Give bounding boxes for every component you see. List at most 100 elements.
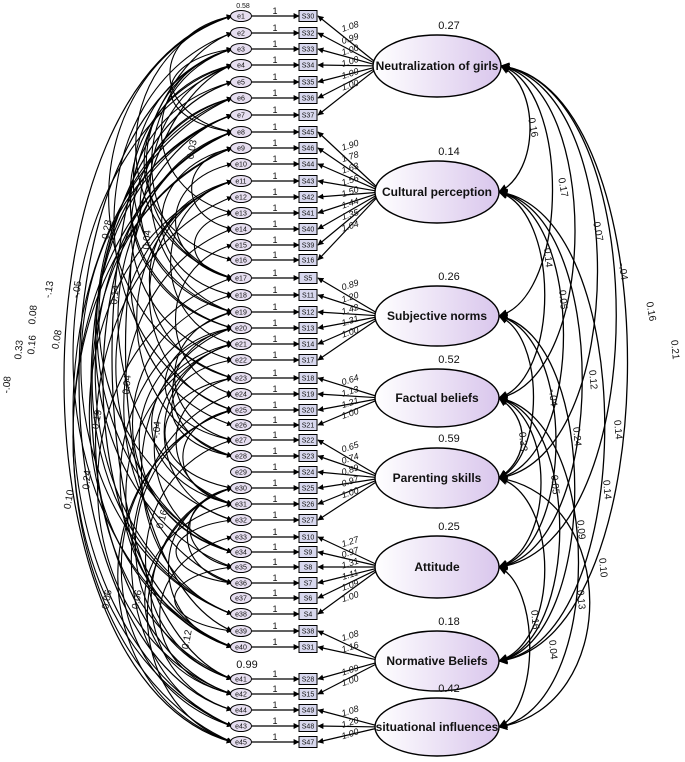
error-label: e37 xyxy=(235,596,247,603)
error-term xyxy=(230,10,252,22)
error-term xyxy=(230,191,252,203)
path-weight-label: 1 xyxy=(272,55,277,65)
loading-path xyxy=(317,277,380,315)
loading-path xyxy=(317,645,380,661)
error-term xyxy=(230,736,252,748)
path-weight-label: 1 xyxy=(272,171,277,181)
loading-path xyxy=(317,178,380,193)
indicator-box xyxy=(298,577,318,589)
loading-path xyxy=(317,47,378,66)
path-weight-label: 1 xyxy=(272,6,277,16)
error-covariance-layer xyxy=(63,14,233,744)
loading-path xyxy=(317,316,380,345)
error-label: e23 xyxy=(235,376,247,383)
path-weight-label: 1 xyxy=(272,154,277,164)
path-weight-label: 1 xyxy=(272,588,277,598)
error-term xyxy=(230,641,252,653)
indicator-box xyxy=(298,514,318,526)
error-term xyxy=(230,76,252,88)
error-variance-label: 0.58 xyxy=(236,3,250,10)
error-label: e42 xyxy=(235,692,247,699)
loading-path xyxy=(317,316,380,330)
error-covariance-label: -.04 xyxy=(151,420,163,439)
indicator-box xyxy=(298,592,318,604)
indicator-box xyxy=(298,27,318,39)
loading-path xyxy=(317,550,380,567)
indicator-box xyxy=(298,673,318,685)
error-label: e7 xyxy=(237,113,245,120)
error-label: e13 xyxy=(235,211,247,218)
error-label: e5 xyxy=(237,80,245,87)
error-term xyxy=(230,126,252,138)
path-weight-label: 1 xyxy=(272,368,277,378)
error-covariance-label: 0.08 xyxy=(50,329,64,351)
loading-label: 1.11 xyxy=(341,567,360,582)
error-covariance-arc xyxy=(163,342,233,522)
loading-path xyxy=(317,317,380,361)
path-weight-label: 1 xyxy=(272,187,277,197)
error-covariance-arc-outer xyxy=(111,32,233,680)
path-weight-label: 1 xyxy=(272,542,277,552)
error-label: e4 xyxy=(237,63,245,70)
error-label: e19 xyxy=(235,310,247,317)
indicator-box xyxy=(298,354,318,366)
error-covariance-label: 0.19 xyxy=(90,409,104,431)
path-weight-label: 1 xyxy=(272,318,277,328)
error-label: e9 xyxy=(237,146,245,153)
error-term xyxy=(230,531,252,543)
path-weight-label: 1 xyxy=(272,732,277,742)
loading-path xyxy=(317,708,380,727)
error-label: e40 xyxy=(235,645,247,652)
error-term xyxy=(230,720,252,732)
error-term xyxy=(230,419,252,431)
error-covariance-label: 0.03 xyxy=(185,139,199,161)
error-label: e36 xyxy=(235,581,247,588)
indicator-box xyxy=(298,434,318,446)
error-term xyxy=(230,27,252,39)
error-term xyxy=(230,404,252,416)
indicator-box xyxy=(298,531,318,543)
error-covariance-arc xyxy=(131,293,233,554)
indicator-label: S4 xyxy=(304,612,313,619)
latent-variable xyxy=(374,447,500,509)
error-label: e11 xyxy=(235,179,246,186)
path-weight-label: 1 xyxy=(272,302,277,312)
path-weight-label: 1 xyxy=(272,604,277,614)
loading-path xyxy=(317,193,380,230)
loading-path xyxy=(317,309,380,317)
latent-variance-label: 0.42 xyxy=(438,683,459,695)
error-term xyxy=(230,704,252,716)
latent-variable xyxy=(374,697,500,757)
loading-path xyxy=(317,293,380,316)
error-covariance-arc xyxy=(94,131,233,615)
latent-covariance-arc xyxy=(498,190,546,400)
error-covariance-label: -.13 xyxy=(43,280,57,299)
error-term xyxy=(230,450,252,462)
error-label: e31 xyxy=(235,502,247,509)
error-term xyxy=(230,289,252,301)
latent-covariance-arc xyxy=(498,62,599,482)
latent-covariance-arc xyxy=(498,65,531,193)
latent-covariance-arc xyxy=(498,474,591,731)
indicator-label: S26 xyxy=(302,502,315,509)
node-layer: S30S32S33S34S35S36S37S45S46S44S43S42S41S… xyxy=(230,10,502,757)
indicator-label: S45 xyxy=(302,130,315,137)
loading-path xyxy=(317,478,380,505)
error-term xyxy=(230,688,252,700)
error-term xyxy=(230,254,252,266)
error-label: e18 xyxy=(235,293,247,300)
error-term xyxy=(230,466,252,478)
latent-covariance-arc xyxy=(498,63,576,401)
error-label: e21 xyxy=(235,342,247,349)
latent-label: Neutralization of girls xyxy=(376,59,499,73)
latent-covariance-arc xyxy=(498,313,576,664)
indicator-label: S19 xyxy=(302,392,315,399)
error-covariance-arc xyxy=(149,63,233,314)
latent-covariance-layer xyxy=(498,62,629,731)
latent-covariance-label: 0.17 xyxy=(555,177,569,199)
indicator-box xyxy=(298,388,318,400)
error-term xyxy=(230,372,252,384)
error-label: e34 xyxy=(235,550,247,557)
